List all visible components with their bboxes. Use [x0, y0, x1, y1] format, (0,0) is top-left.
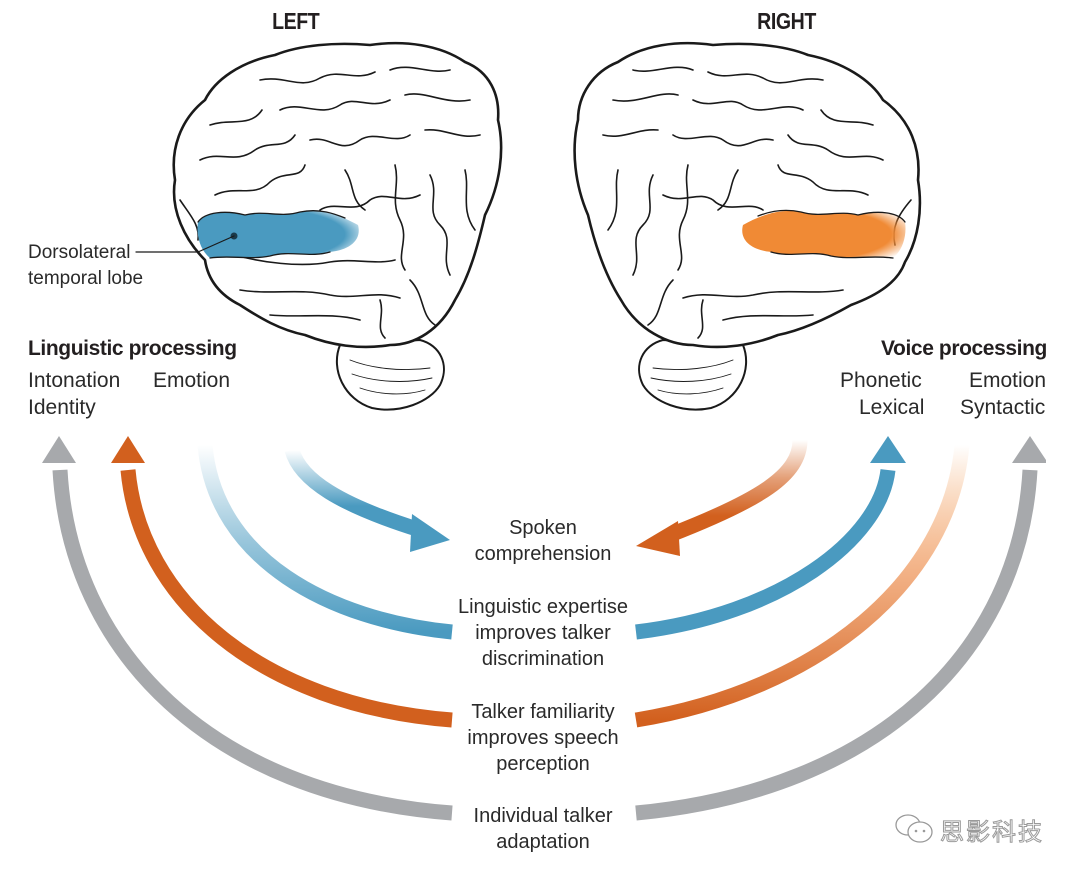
right-brain [573, 41, 922, 411]
arrowhead-right-adaptation [1012, 436, 1048, 463]
right-item-lexical: Lexical [859, 396, 925, 419]
right-item-syntactic: Syntactic [960, 396, 1046, 419]
label-line: discrimination [481, 648, 605, 670]
label-linguistic-expertise: Linguistic expertise improves talker dis… [413, 594, 673, 672]
right-temporal-region [742, 210, 906, 258]
label-line: Spoken [509, 517, 577, 539]
arc-left-adaptation [52, 469, 453, 821]
left-temporal-region [197, 210, 359, 258]
label-talker-familiarity: Talker familiarity improves speech perce… [413, 699, 673, 777]
label-line: improves talker [475, 622, 611, 644]
arc-right-adaptation [635, 469, 1038, 821]
callout-line-2: temporal lobe [28, 268, 144, 289]
arrowhead-right-spoken [636, 521, 680, 556]
arc-right-familiarity [634, 444, 970, 728]
left-brain [135, 41, 503, 411]
left-cortex-outline [172, 41, 503, 349]
left-item-identity: Identity [28, 396, 96, 419]
arc-left-familiarity [120, 469, 453, 728]
right-item-emotion: Emotion [969, 369, 1047, 392]
left-processing-title: Linguistic processing [28, 337, 237, 360]
arrowhead-left-spoken [410, 514, 450, 552]
label-line: improves speech [467, 727, 619, 749]
label-line: Talker familiarity [471, 701, 615, 723]
right-edge-crop [1046, 0, 1080, 876]
arrowhead-right-expertise [870, 436, 906, 463]
label-line: perception [496, 753, 590, 775]
callout-line-1: Dorsolateral [28, 242, 131, 263]
wechat-icon [895, 814, 933, 843]
flow-arrows [42, 436, 1048, 821]
left-item-emotion: Emotion [153, 369, 231, 392]
arrow-left-spoken [284, 447, 423, 538]
right-hemisphere-label: RIGHT [757, 8, 816, 34]
arc-left-expertise [197, 444, 453, 640]
arrow-right-spoken [667, 439, 808, 542]
watermark-text: 思影科技 [940, 819, 1044, 847]
label-spoken-comprehension: Spoken comprehension [413, 515, 673, 567]
label-line: Individual talker [473, 805, 613, 827]
arrowhead-left-adaptation [42, 436, 76, 463]
label-individual-adaptation: Individual talker adaptation [413, 803, 673, 855]
callout-leader [135, 235, 235, 253]
arc-right-expertise [635, 468, 896, 640]
arrowhead-left-familiarity [111, 436, 145, 463]
label-line: comprehension [474, 543, 612, 565]
left-hemisphere-label: LEFT [272, 8, 320, 34]
right-processing-title: Voice processing [881, 337, 1047, 360]
label-line: Linguistic expertise [457, 596, 629, 618]
left-item-intonation: Intonation [28, 369, 121, 392]
right-item-phonetic: Phonetic [840, 369, 922, 392]
label-line: adaptation [496, 831, 590, 853]
